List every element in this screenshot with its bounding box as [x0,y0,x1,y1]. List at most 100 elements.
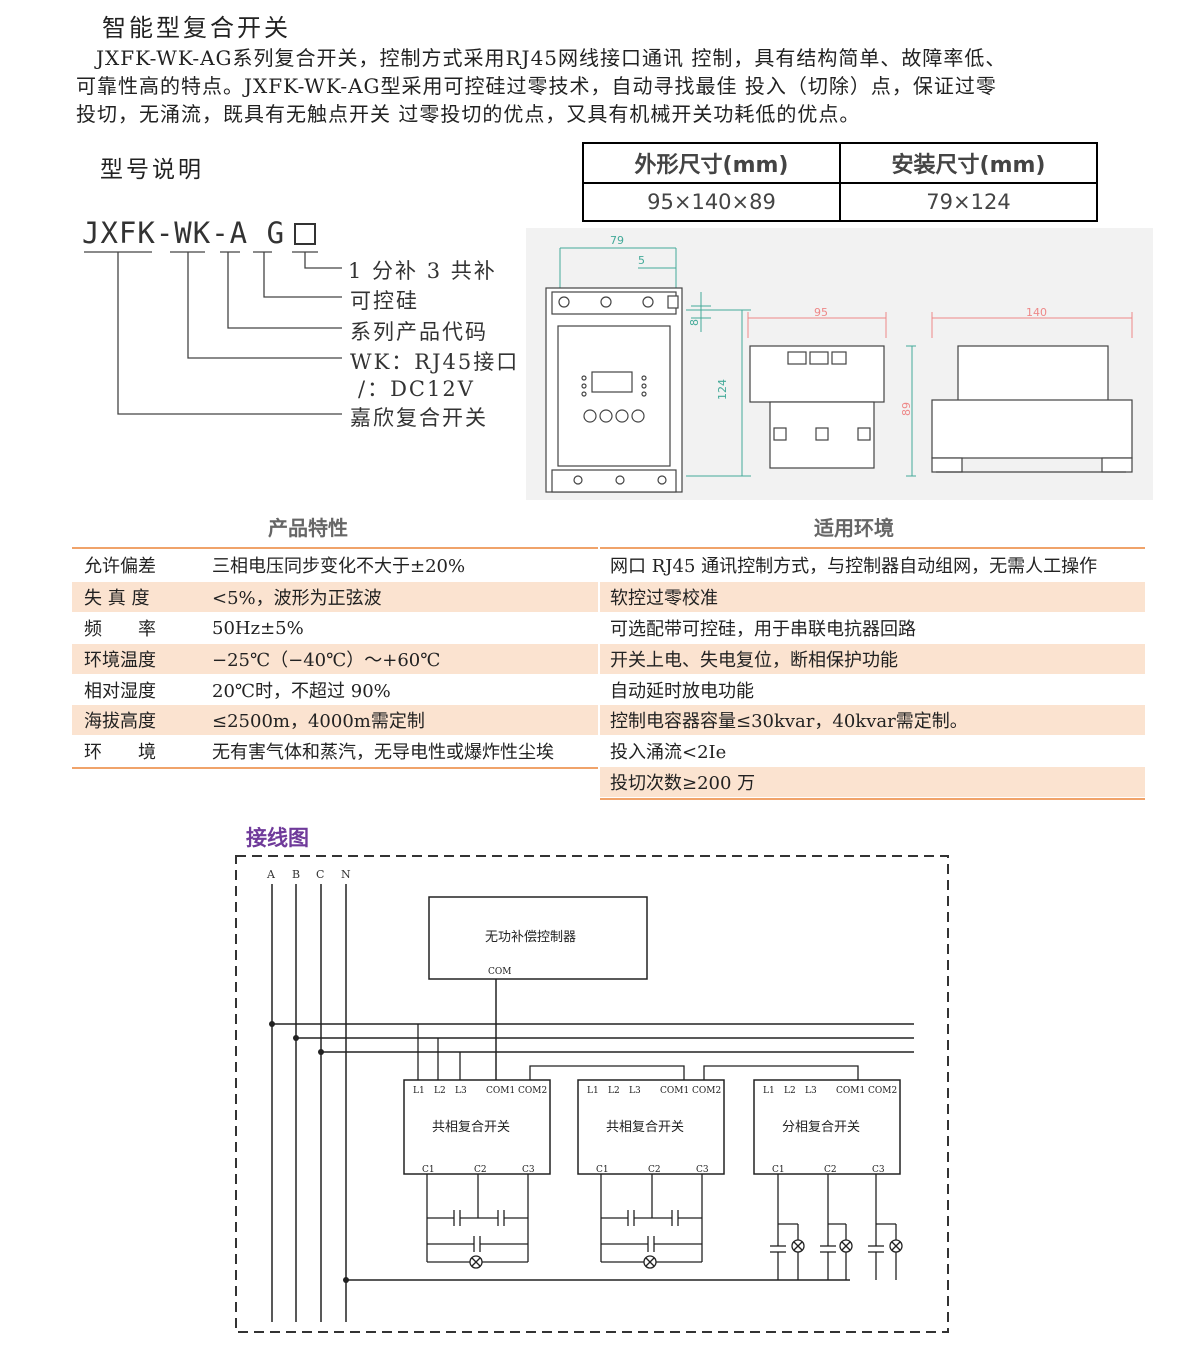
page-title: 智能型复合开关 [102,14,291,42]
environment-row: 控制电容器容量≤30kvar，40kvar需定制。 [600,705,1145,735]
environment-top-rule [600,547,1145,549]
feature-key: 频 率 [84,619,156,640]
intro-line-2: 可靠性高的特点。JXFK-WK-AG型采用可控硅过零技术，自动寻找最佳 投入（切… [76,74,997,98]
feature-row: 允许偏差三相电压同步变化不大于±20% [72,550,598,580]
environment-text: 网口 RJ45 通讯控制方式，与控制器自动组网，无需人工操作 [610,556,1098,577]
phase-a-label: A [266,868,276,881]
feature-key: 环境温度 [84,650,156,671]
environment-text: 自动延时放电功能 [610,681,754,702]
feature-value: −25℃（−40℃）～+60℃ [212,650,441,671]
pin-com1: COM1 [486,1086,515,1096]
outer-size-header: 外形尺寸(mm) [584,144,841,184]
feature-key: 允许偏差 [84,556,156,577]
feature-value: ≤2500m，4000m需定制 [212,711,425,732]
environment-heading: 适用环境 [814,516,894,540]
environment-row: 网口 RJ45 通讯控制方式，与控制器自动组网，无需人工操作 [600,550,1145,580]
environment-row: 投切次数≥200 万 [600,767,1145,797]
pin-c3: C3 [872,1165,885,1175]
dim-124-label: 124 [716,379,729,400]
feature-row: 海拔高度 ≤2500m，4000m需定制 [72,705,598,735]
feature-value: 无有害气体和蒸汽，无导电性或爆炸性尘埃 [212,742,554,763]
dim-8-label: 8 [688,319,701,326]
pin-l3: L3 [455,1086,467,1096]
side-view [931,345,1133,473]
pin-l2: L2 [784,1086,796,1096]
environment-text: 投切次数≥200 万 [610,773,756,794]
pin-l2: L2 [434,1086,446,1096]
pin-com2: COM2 [692,1086,721,1096]
environment-row: 自动延时放电功能 [600,675,1145,705]
switch-2-label: 共相复合开关 [606,1120,684,1135]
feature-value: 50Hz±5% [212,617,304,639]
wiring-title: 接线图 [246,826,309,850]
dim-140-label: 140 [1026,306,1047,319]
pin-c3: C3 [522,1165,535,1175]
legend-dc12v: /：DC12V [358,377,475,401]
dim-5-label: 5 [638,254,645,267]
phase-c-label: C [316,868,324,881]
pin-c3: C3 [696,1165,709,1175]
features-bottom-rule [72,767,598,769]
feature-key: 环 境 [84,742,156,763]
environment-row: 软控过零校准 [600,582,1145,612]
pin-l1: L1 [413,1086,425,1096]
pin-c2: C2 [648,1165,661,1175]
intro-line-1: JXFK-WK-AG系列复合开关，控制方式采用RJ45网线接口通讯 控制，具有结… [96,46,1007,70]
pin-l1: L1 [763,1086,775,1096]
environment-text: 投入涌流<2Ie [610,742,727,763]
model-code: JXFK-WK-A G [82,216,286,250]
phase-b-label: B [292,868,300,881]
pin-com1: COM1 [660,1086,689,1096]
dimension-drawing: 79 5 8 124 95 140 89 [526,228,1153,500]
wiring-border [235,855,949,1333]
pin-c1: C1 [596,1165,609,1175]
switch-3-label: 分相复合开关 [782,1120,860,1135]
controller-box [428,896,648,980]
install-size-header: 安装尺寸(mm) [841,144,1096,184]
feature-row: 环境温度 −25℃（−40℃）～+60℃ [72,644,598,674]
controller-com-label: COM [488,967,511,977]
phase-n-label: N [341,868,351,881]
legend-rj45: WK：RJ45接口 [350,350,520,374]
switch-1-label: 共相复合开关 [432,1120,510,1135]
features-top-rule [72,547,598,549]
environment-text: 软控过零校准 [610,588,718,609]
feature-value: 20℃时，不超过 90% [212,681,391,702]
pin-l3: L3 [805,1086,817,1096]
feature-value: <5%，波形为正弦波 [212,588,382,609]
dim-79-label: 79 [610,234,624,247]
model-code-leader-lines [84,251,342,415]
top-view [749,345,885,469]
model-code-box [294,223,316,245]
environment-row: 开关上电、失电复位，断相保护功能 [600,644,1145,674]
feature-row: 频 率 50Hz±5% [72,613,598,643]
install-size-value: 79×124 [926,190,1011,214]
pin-c2: C2 [474,1165,487,1175]
dim-95-label: 95 [814,306,828,319]
environment-row: 可选配带可控硅，用于串联电抗器回路 [600,613,1145,643]
environment-text: 控制电容器容量≤30kvar，40kvar需定制。 [610,711,968,732]
environment-bottom-rule [600,798,1145,800]
pin-c2: C2 [824,1165,837,1175]
outer-size-value: 95×140×89 [584,184,841,220]
pin-l2: L2 [608,1086,620,1096]
environment-text: 开关上电、失电复位，断相保护功能 [610,650,898,671]
feature-row: 失 真 度<5%，波形为正弦波 [72,582,598,612]
pin-com2: COM2 [868,1086,897,1096]
dimensions-table: 外形尺寸(mm) 安装尺寸(mm) 95×140×89 79×124 [582,142,1098,222]
pin-l3: L3 [629,1086,641,1096]
legend-series-code: 系列产品代码 [350,320,488,344]
pin-com2: COM2 [518,1086,547,1096]
environment-row: 投入涌流<2Ie [600,736,1145,766]
dim-89-label: 89 [900,402,913,416]
feature-key: 海拔高度 [84,711,156,732]
controller-label: 无功补偿控制器 [485,930,576,945]
environment-text: 可选配带可控硅，用于串联电抗器回路 [610,619,916,640]
pin-c1: C1 [772,1165,785,1175]
model-heading: 型号说明 [100,157,204,183]
pin-com1: COM1 [836,1086,865,1096]
